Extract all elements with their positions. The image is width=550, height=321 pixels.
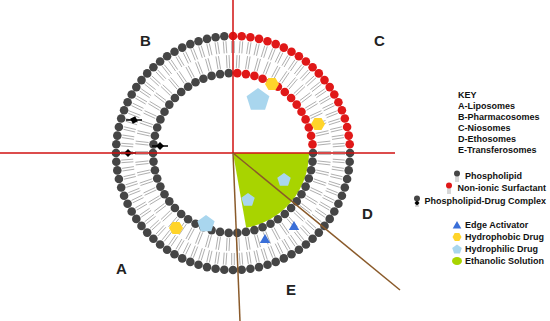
legend-row: Hydrophobic Drug	[452, 231, 544, 243]
legend-swatch	[452, 231, 462, 243]
hydrophobic-drug	[311, 118, 325, 130]
legend-swatch	[452, 255, 462, 267]
legend-text: Phospholipid-Drug Complex	[425, 196, 547, 206]
edge-activator	[289, 221, 299, 230]
divider-line	[233, 153, 240, 321]
quadrant-letter: A	[116, 260, 127, 277]
divider-line	[0, 152, 395, 154]
hydrophilic-drug	[241, 193, 254, 206]
quadrant-letter: C	[374, 32, 385, 49]
edge-activator	[260, 234, 270, 243]
legend-row: Phospholipid	[452, 170, 522, 182]
hydrophilic-drug	[277, 173, 290, 186]
key-text: E-Transferosomes	[458, 145, 537, 156]
hydrophilic-drug	[197, 215, 214, 231]
hydrophobic-drug	[265, 78, 279, 90]
legend-text: Hydrophilic Drug	[465, 244, 538, 254]
divider-line	[232, 0, 234, 153]
legend-text: Hydrophobic Drug	[465, 232, 544, 242]
legend-row: Hydrophilic Drug	[452, 243, 538, 255]
legend-swatch	[452, 170, 462, 182]
legend-text: Non-ionic Surfactant	[457, 183, 546, 193]
legend-text: Ethanolic Solution	[465, 256, 544, 266]
legend-row: Phospholipid-Drug Complex	[412, 195, 547, 207]
legend-swatch	[444, 182, 454, 194]
legend-row: Edge Activator	[452, 219, 528, 231]
ethanolic-region	[233, 153, 309, 228]
divider-line	[233, 153, 400, 290]
key-text: KEY	[458, 90, 477, 101]
key-text: D-Ethosomes	[458, 134, 516, 145]
quadrant-letter: B	[140, 32, 151, 49]
legend-swatch	[452, 243, 462, 255]
quadrant-letter: E	[286, 281, 296, 298]
hydrophilic-drug	[247, 88, 270, 110]
hydrophobic-drug	[169, 222, 183, 234]
quadrant-letter: D	[362, 205, 373, 222]
legend-row: Non-ionic Surfactant	[444, 182, 546, 194]
legend-text: Edge Activator	[465, 220, 528, 230]
legend-swatch	[452, 219, 462, 231]
key-text: C-Niosomes	[458, 123, 511, 134]
legend-text: Phospholipid	[465, 171, 522, 181]
legend-swatch	[412, 195, 422, 207]
legend-row: Ethanolic Solution	[452, 255, 544, 267]
key-text: B-Pharmacosomes	[458, 112, 540, 123]
key-text: A-Liposomes	[458, 101, 515, 112]
